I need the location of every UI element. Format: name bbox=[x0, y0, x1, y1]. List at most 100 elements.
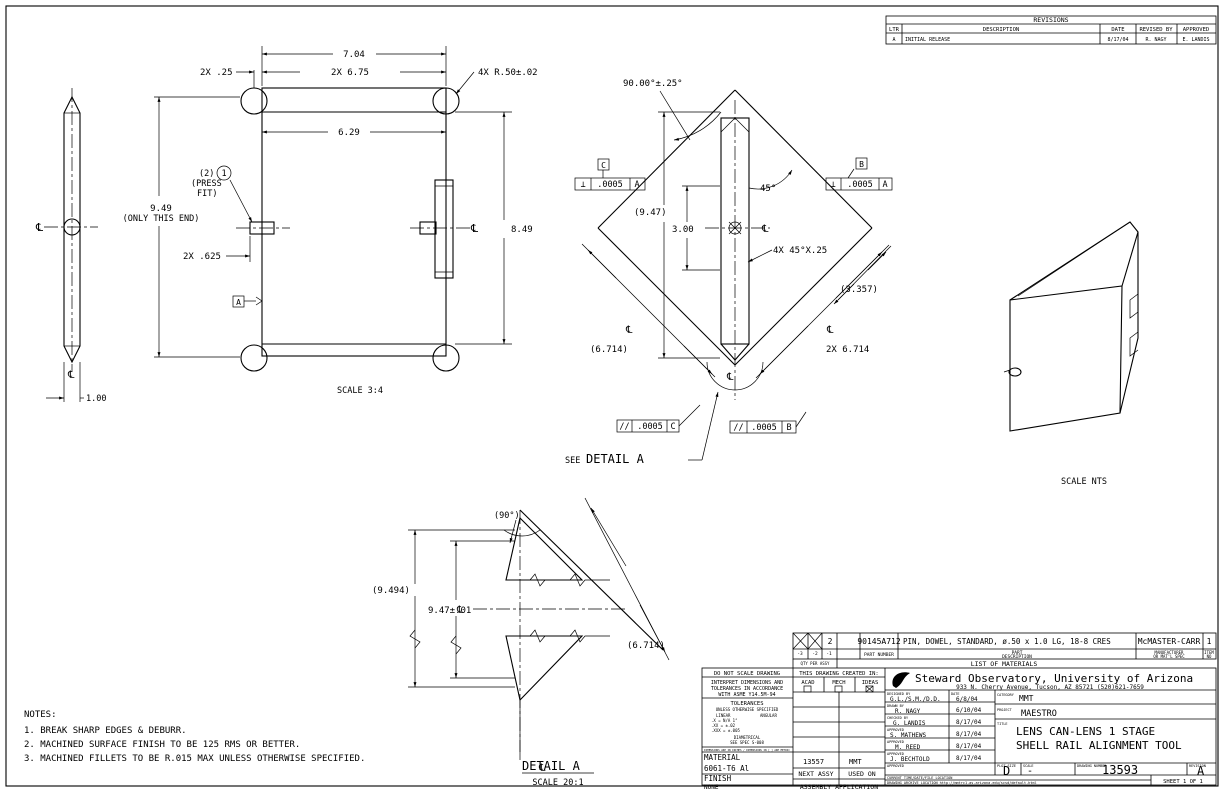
archive-location: DRAWING ARCHIVE LOCATION http://mmtrc1.a… bbox=[887, 781, 1037, 785]
corner-relief-tr bbox=[432, 87, 460, 115]
see-detail-prefix: SEE bbox=[565, 456, 580, 466]
bom-hdr-item2: NO bbox=[1207, 654, 1212, 659]
bom-list-title: LIST OF MATERIALS bbox=[971, 660, 1038, 668]
category-value: MMT bbox=[1019, 694, 1034, 703]
rotated-dim-3357: (3.357) bbox=[840, 285, 878, 295]
checked-by: G. LANDIS bbox=[893, 720, 926, 727]
fcf-left bbox=[574, 177, 646, 191]
callout-qty: (2) bbox=[199, 169, 214, 179]
cad-acad-checkbox bbox=[803, 685, 812, 693]
fcf-br-value: .0005 bbox=[751, 423, 777, 433]
interpret-line1: INTERPRET DIMENSIONS AND bbox=[711, 680, 783, 686]
approved1-by: S. MATHEWS bbox=[890, 732, 927, 739]
front-width-dim: 7.04 bbox=[343, 50, 365, 60]
checked-label: CHECKED BY bbox=[887, 716, 909, 720]
side-view: ℄ ℄ 1.00 bbox=[35, 88, 106, 404]
bom-part-number: 90145A712 bbox=[857, 637, 901, 646]
datum-a-label: A bbox=[236, 298, 241, 307]
rotated-cl-right: ℄ bbox=[826, 325, 834, 336]
side-centerline-label: ℄ bbox=[35, 221, 43, 234]
detail-dim-947: 9.47±.01 bbox=[428, 606, 471, 616]
title-block: DO NOT SCALE DRAWING INTERPRET DIMENSION… bbox=[701, 667, 1217, 791]
approved1-date: 8/17/04 bbox=[956, 731, 982, 738]
rev-by: R. NAGY bbox=[1145, 37, 1166, 43]
bom-hdr-mfr1: MANUFACTURER bbox=[1155, 650, 1184, 655]
bom-hdr-col3: -3 bbox=[797, 651, 803, 657]
fcf-left-value: .0005 bbox=[597, 180, 623, 190]
rev-hdr-ltr: LTR bbox=[889, 27, 900, 33]
notes-block: NOTES: 1. BREAK SHARP EDGES & DEBURR. 2.… bbox=[24, 710, 365, 764]
front-height-dim: 9.49 bbox=[150, 204, 172, 214]
side-width-dim: 1.00 bbox=[86, 394, 106, 404]
bom-table: 2 90145A712 PIN, DOWEL, STANDARD, ø.50 x… bbox=[792, 632, 1217, 668]
project-label: PROJECT bbox=[997, 708, 1013, 712]
drawn-date: 6/10/04 bbox=[956, 707, 982, 714]
datum-c-label: C bbox=[601, 161, 606, 170]
created-in: THIS DRAWING CREATED IN: bbox=[799, 671, 878, 677]
checked-date: 8/17/04 bbox=[956, 719, 982, 726]
designed-date: 6/8/04 bbox=[956, 696, 978, 703]
approved2-label: APPROVED bbox=[887, 740, 904, 744]
note-3: 3. MACHINED FILLETS TO BE R.015 MAX UNLE… bbox=[24, 754, 365, 764]
scale-label: SCALE bbox=[1023, 764, 1034, 768]
datum-b-label: B bbox=[859, 160, 864, 169]
rotated-cl-left: ℄ bbox=[625, 325, 633, 336]
detail-angle: (90°) bbox=[494, 511, 520, 521]
fcf-bl-value: .0005 bbox=[637, 422, 663, 432]
notes-title: NOTES: bbox=[24, 710, 57, 720]
approved4-label: APPROVED bbox=[887, 764, 904, 768]
detail-centerline-bottom: ℄ bbox=[538, 763, 546, 774]
fcf-right-symbol: ⊥ bbox=[830, 180, 835, 190]
rotated-chamfer: 4X 45°X.25 bbox=[773, 246, 827, 256]
front-inner-dim: 6.29 bbox=[338, 128, 360, 138]
note-2: 2. MACHINED SURFACE FINISH TO BE 125 RMS… bbox=[24, 740, 300, 750]
detail-a-view: ℄ ℄ (90°) (9.494) 9.47±.01 (6.714) DETAI… bbox=[372, 497, 670, 788]
date-label: DATE bbox=[951, 692, 959, 696]
cad-mech-checkbox bbox=[834, 685, 843, 693]
org-name: Steward Observatory, University of Arizo… bbox=[915, 672, 1193, 685]
fcf-right-datum: A bbox=[882, 180, 887, 190]
bom-item: 1 bbox=[1207, 637, 1212, 646]
rotated-dim-6714-left: (6.714) bbox=[590, 345, 628, 355]
sheet-border bbox=[5, 5, 1219, 787]
bom-hdr-item1: ITEM bbox=[1204, 650, 1214, 655]
fcf-left-symbol: ⊥ bbox=[580, 180, 585, 190]
category-label: CATEGORY bbox=[997, 693, 1015, 697]
note-1: 1. BREAK SHARP EDGES & DEBURR. bbox=[24, 726, 187, 736]
front-edge-dim: 2X .25 bbox=[200, 68, 233, 78]
iso-pin bbox=[1008, 367, 1022, 377]
cad-acad: ACAD bbox=[801, 680, 814, 686]
bom-qty: 2 bbox=[828, 637, 833, 646]
used-on-label: USED ON bbox=[848, 770, 875, 778]
designed-by: G.L./S.M./D.D. bbox=[890, 696, 941, 703]
drawing-title-line2: SHELL RAIL ALIGNMENT TOOL bbox=[1016, 739, 1182, 752]
tol-sub: UNLESS OTHERWISE SPECIFIED bbox=[716, 707, 779, 712]
rotated-view: ℄ ℄ 90.00°±.25° 45° (9.47) 3.00 4X 45°X.… bbox=[565, 79, 893, 466]
see-detail-label: DETAIL A bbox=[586, 452, 645, 466]
approved2-date: 8/17/04 bbox=[956, 743, 982, 750]
rotated-dim-300: 3.00 bbox=[672, 225, 694, 235]
steward-logo bbox=[892, 672, 910, 688]
plot-size-value: D bbox=[1003, 764, 1010, 778]
next-assy-label: NEXT ASSY bbox=[798, 770, 833, 778]
bom-hdr-qty: QTY PER ASSY bbox=[801, 661, 830, 666]
project-value: MAESTRO bbox=[1021, 709, 1057, 719]
sheet-number: SHEET 1 OF 1 bbox=[1163, 779, 1203, 785]
fcf-bl-datum: C bbox=[670, 422, 675, 432]
rev-hdr-revised: REVISED BY bbox=[1139, 27, 1173, 33]
detail-title: DETAIL A bbox=[522, 759, 581, 773]
fcf-br-symbol: // bbox=[733, 423, 743, 433]
corner-relief-br bbox=[432, 344, 460, 372]
bom-description: PIN, DOWEL, STANDARD, ø.50 x 1.0 LG, 18-… bbox=[903, 637, 1111, 646]
detail-centerline-left: ℄ bbox=[456, 605, 464, 616]
used-on-value: MMT bbox=[849, 758, 862, 766]
callout-balloon-number: 1 bbox=[221, 169, 226, 179]
next-assy-number: 13557 bbox=[803, 758, 824, 766]
rev-date: 8/17/04 bbox=[1107, 37, 1128, 43]
material-value: 6061-T6 Al bbox=[704, 764, 749, 773]
approved3-date: 8/17/04 bbox=[956, 755, 982, 762]
bom-hdr-desc2: DESCRIPTION bbox=[1002, 654, 1032, 660]
datum-b-box bbox=[855, 157, 868, 170]
current-time-label: CURRENT TIME/DATE/FILE LOCATION bbox=[887, 776, 952, 780]
